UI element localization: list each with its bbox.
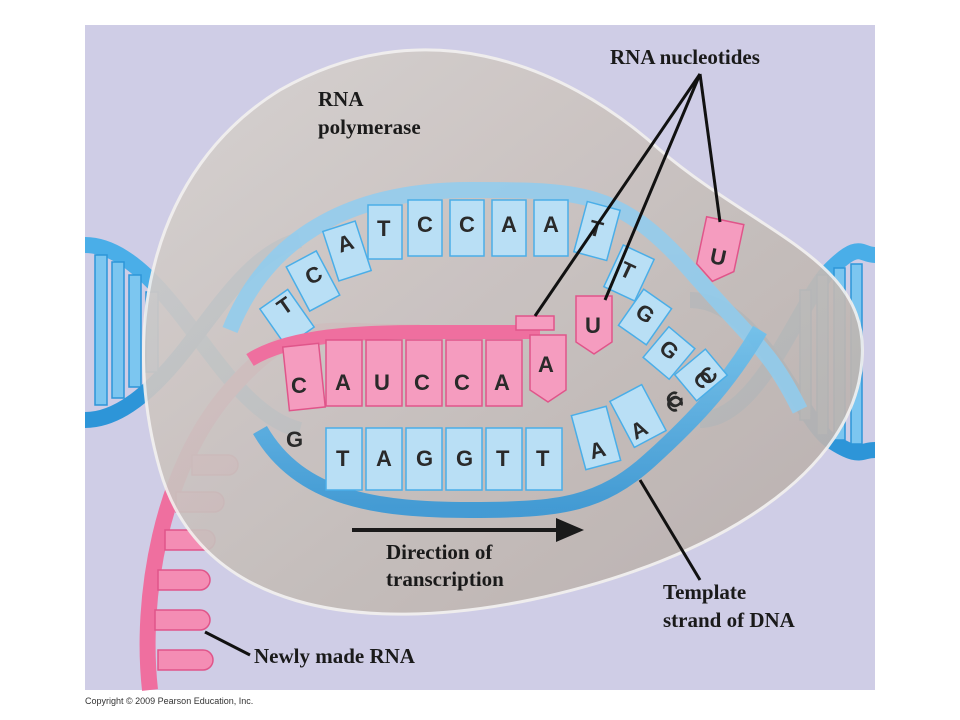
tmpl-base-4: T — [496, 446, 510, 471]
nt-base-3: T — [377, 216, 391, 241]
nt-base-2: A — [334, 229, 357, 258]
direction-arrow — [352, 518, 584, 542]
rna-base-0: G — [286, 427, 303, 452]
label-newly-made-rna: Newly made RNA — [254, 644, 416, 668]
pointer-lines — [204, 73, 722, 657]
template-strand-bases: T A G G T T A A C C — [325, 361, 723, 491]
free-nt-1: U — [585, 313, 601, 338]
rna-base-6: A — [494, 370, 510, 395]
tmpl-base-3: G — [456, 446, 473, 471]
tmpl-base-2: G — [416, 446, 433, 471]
free-rna-nucleotides: U U — [515, 215, 745, 355]
rna-base-2: A — [335, 370, 351, 395]
rna-base-1: C — [291, 373, 307, 398]
label-direction-1: Direction of — [386, 540, 493, 564]
label-rna-polymerase-2: polymerase — [318, 115, 421, 139]
free-nt-0: U — [708, 243, 729, 271]
rna-base-4: C — [414, 370, 430, 395]
nt-base-5: C — [459, 212, 475, 237]
label-direction-2: transcription — [386, 567, 504, 591]
rna-base-5: C — [454, 370, 470, 395]
nt-base-7: A — [543, 212, 559, 237]
copyright-notice: Copyright © 2009 Pearson Education, Inc. — [85, 696, 253, 706]
rna-strand: G C A U C C A A — [246, 325, 567, 452]
tmpl-base-1: A — [376, 446, 392, 471]
rna-base-3: U — [374, 370, 390, 395]
rna-base-7: A — [538, 352, 554, 377]
label-rna-nucleotides: RNA nucleotides — [610, 45, 760, 69]
label-template-2: strand of DNA — [663, 608, 796, 632]
tmpl-base-6: A — [587, 436, 609, 464]
nt-base-4: C — [417, 212, 433, 237]
nt-base-6: A — [501, 212, 517, 237]
label-rna-polymerase-1: RNA — [318, 87, 364, 111]
dna-bubble — [222, 181, 808, 519]
tmpl-base-0: T — [336, 446, 350, 471]
label-template-1: Template — [663, 580, 746, 604]
tmpl-base-5: T — [536, 446, 550, 471]
